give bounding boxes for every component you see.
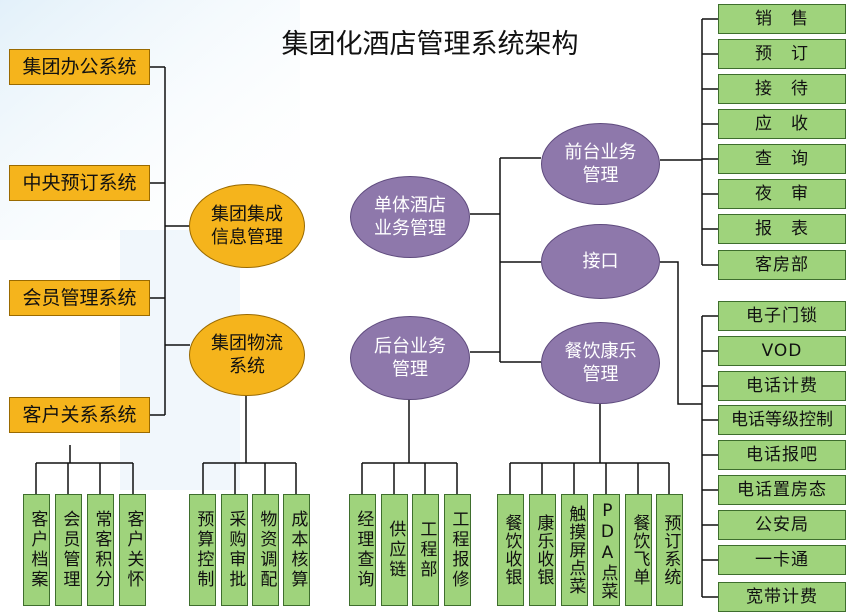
- module-query: 查 询: [718, 144, 846, 174]
- module-night-audit: 夜 审: [718, 179, 846, 209]
- system-crm: 客户关系系统: [9, 397, 150, 433]
- module-phone-billing: 电话计费: [718, 371, 846, 401]
- module-engineering: 工程部: [412, 494, 439, 606]
- module-cost-accounting: 成本核算: [283, 494, 310, 606]
- diagram-title: 集团化酒店管理系统架构: [281, 29, 579, 60]
- module-phone-room-status: 电话置房态: [718, 475, 846, 505]
- system-membership: 会员管理系统: [9, 280, 150, 316]
- module-engineering-repair: 工程报修: [444, 494, 471, 606]
- node-group-logistics: 集团物流 系统: [189, 314, 305, 396]
- module-police: 公安局: [718, 510, 846, 540]
- module-member-management: 会员管理: [55, 494, 82, 606]
- module-one-card: 一卡通: [718, 545, 846, 575]
- module-recreation-cashier: 康乐收银: [529, 494, 556, 606]
- node-single-hotel: 单体酒店 业务管理: [350, 176, 470, 258]
- node-dining: 餐饮康乐 管理: [541, 322, 660, 404]
- module-loyalty-points: 常客积分: [87, 494, 114, 606]
- node-group-info-management: 集团集成 信息管理: [189, 184, 305, 268]
- node-front-office: 前台业务 管理: [541, 123, 660, 205]
- module-vod: VOD: [718, 336, 846, 366]
- module-door-lock: 电子门锁: [718, 301, 846, 331]
- module-customer-care: 客户关怀: [119, 494, 146, 606]
- module-sales: 销 售: [718, 4, 846, 34]
- node-back-office: 后台业务 管理: [350, 316, 470, 400]
- module-touchscreen-ordering: 触摸屏点菜: [561, 494, 588, 606]
- module-booking-system: 预订系统: [656, 494, 683, 606]
- module-reports: 报 表: [718, 214, 846, 244]
- module-broadband-billing: 宽带计费: [718, 582, 846, 612]
- module-housekeeping: 客房部: [718, 250, 846, 280]
- module-receivable: 应 收: [718, 109, 846, 139]
- module-phone-minibar: 电话报吧: [718, 440, 846, 470]
- module-customer-profile: 客户档案: [23, 494, 50, 606]
- module-dining-flying-order: 餐饮飞单: [625, 494, 652, 606]
- system-office: 集团办公系统: [9, 49, 150, 85]
- module-pda-ordering: PDA点菜: [593, 494, 620, 606]
- module-purchase-approval: 采购审批: [221, 494, 248, 606]
- module-dining-cashier: 餐饮收银: [497, 494, 524, 606]
- module-manager-query: 经理查询: [349, 494, 376, 606]
- module-phone-level-control: 电话等级控制: [718, 405, 846, 435]
- node-interface: 接口: [541, 224, 660, 299]
- module-reception: 接 待: [718, 74, 846, 104]
- module-material-allocation: 物资调配: [252, 494, 279, 606]
- module-budget-control: 预算控制: [189, 494, 216, 606]
- module-reservation: 预 订: [718, 39, 846, 69]
- module-supply-chain: 供应链: [381, 494, 408, 606]
- system-central-reservation: 中央预订系统: [9, 165, 150, 201]
